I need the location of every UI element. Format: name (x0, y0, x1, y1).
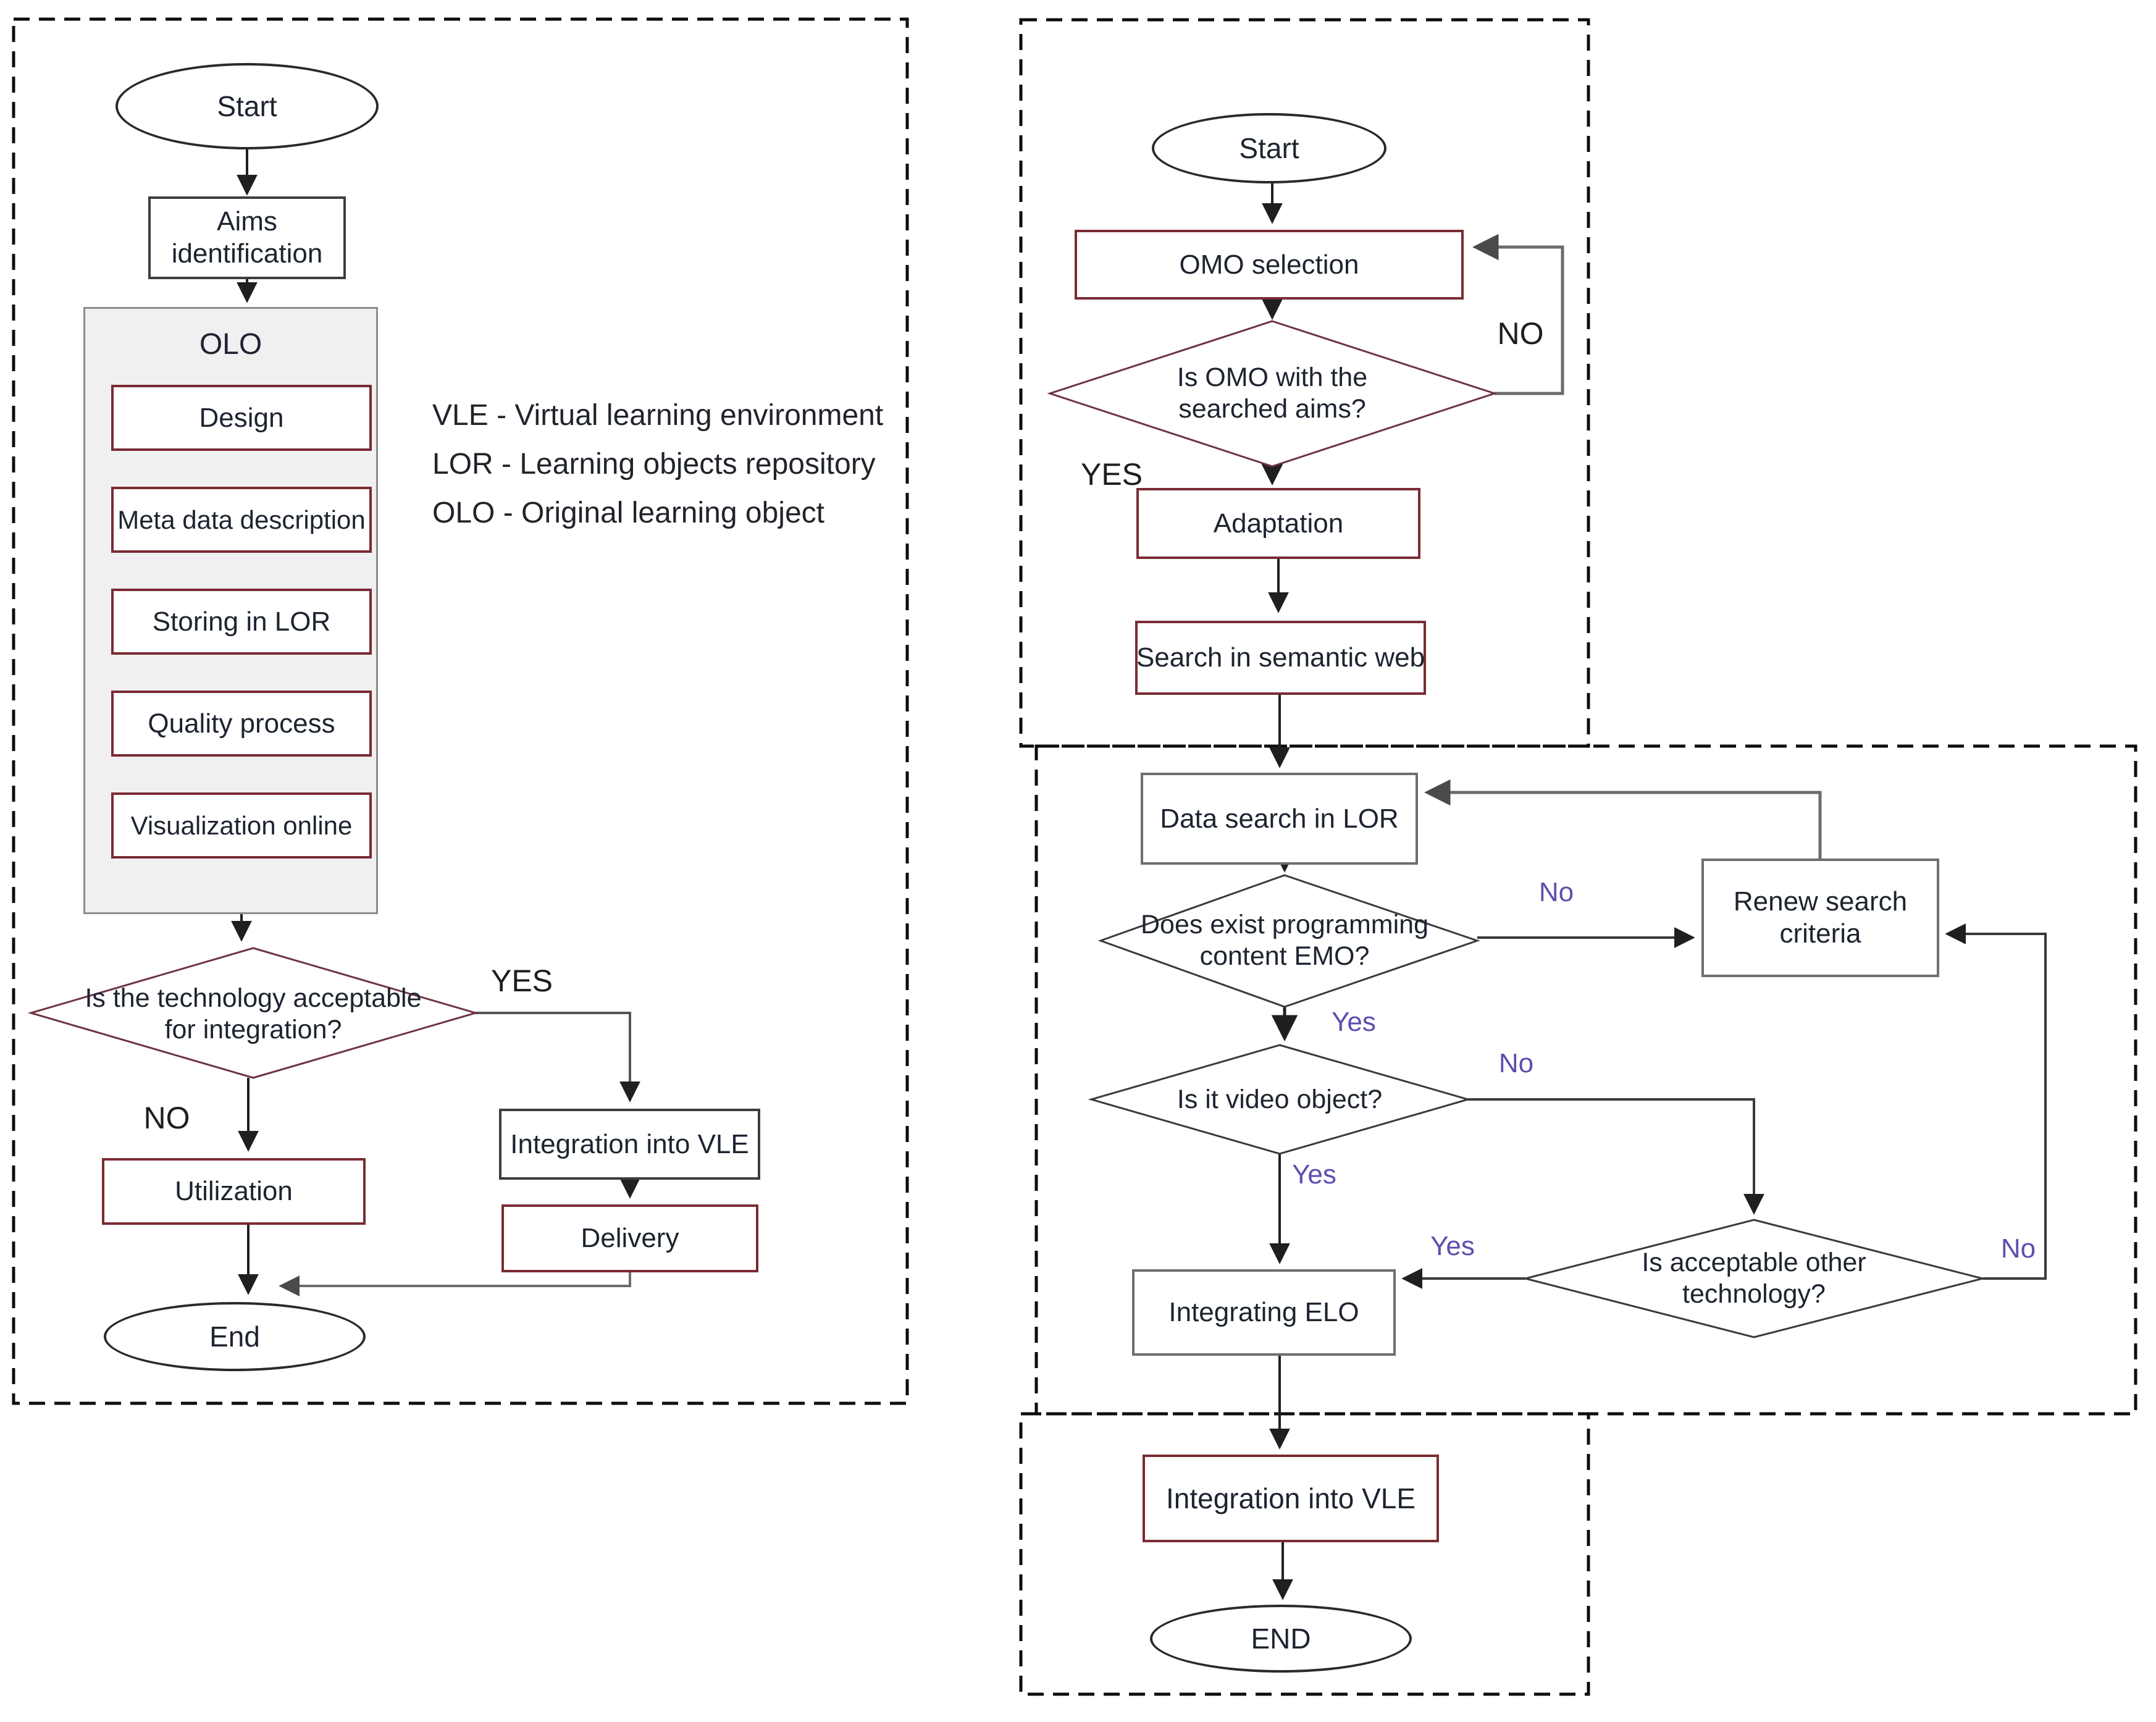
d3-yes-label: Yes (1292, 1159, 1336, 1190)
left-integration-into-vle-step: Integration into VLE (499, 1109, 760, 1180)
edge-decision-yes-integration (476, 1012, 640, 1102)
decision-other-technology-label: Is acceptable other technology? (1642, 1248, 1866, 1309)
edge-d3-no-d4 (1468, 1098, 1764, 1215)
meta-data-description-step: Meta data description (111, 487, 372, 553)
search-semantic-web-step: Search in semantic web (1135, 621, 1426, 695)
d2-yes-label: Yes (1332, 1007, 1376, 1038)
design-label: Design (199, 402, 284, 433)
d3-no-label: No (1498, 1048, 1534, 1079)
legend-lor-text: LOR - Learning objects repository (432, 448, 876, 481)
aims-identification-step: Aims identification (148, 196, 346, 279)
left-end-label: End (209, 1320, 260, 1353)
storing-in-lor-label: Storing in LOR (152, 606, 331, 637)
right-start-terminator: Start (1152, 113, 1386, 183)
integrating-elo-step: Integrating ELO (1132, 1269, 1396, 1356)
utilization-label: Utilization (175, 1176, 293, 1207)
storing-in-lor-step: Storing in LOR (111, 589, 372, 655)
edge-d4-no-renew (1945, 923, 2047, 1280)
quality-process-step: Quality process (111, 691, 372, 757)
design-step: Design (111, 385, 372, 451)
decision-omo-aims-diamond (1047, 320, 1498, 468)
integrating-elo-label: Integrating ELO (1168, 1297, 1359, 1328)
decision-technology-diamond (27, 947, 479, 1079)
right-integration-label: Integration into VLE (1165, 1482, 1416, 1514)
right-integration-into-vle-step: Integration into VLE (1143, 1455, 1439, 1542)
left-start-terminator: Start (115, 63, 379, 149)
decision-video-object-text: Is it video object? (1144, 1069, 1416, 1130)
olo-container-title: OLO (83, 326, 378, 363)
data-search-in-lor-label: Data search in LOR (1160, 803, 1399, 834)
edge-delivery-return (279, 1272, 631, 1296)
left-start-label: Start (217, 90, 277, 122)
adaptation-step: Adaptation (1136, 488, 1420, 559)
decision-programming-emo-text: Does exist programming content EMO? (1124, 897, 1445, 984)
decision-omo-aims-label: Is OMO with the searched aims? (1177, 363, 1368, 424)
left-panel-dashed-border (12, 17, 909, 1405)
aims-identification-label: Aims identification (171, 206, 323, 269)
omo-selection-step: OMO selection (1075, 230, 1464, 300)
d1-yes-label: YES (1080, 456, 1143, 492)
decision-technology-text: Is the technology acceptable for integra… (68, 971, 438, 1057)
left-end-terminator: End (104, 1302, 366, 1371)
right-end-label: END (1251, 1622, 1311, 1655)
omo-selection-label: OMO selection (1179, 249, 1359, 280)
decision-technology-label: Is the technology acceptable for integra… (85, 983, 422, 1044)
decision-programming-emo-diamond (1097, 874, 1480, 1008)
visualization-online-step: Visualization online (111, 792, 372, 859)
edge-d1-no-loop (1472, 233, 1564, 395)
visualization-online-label: Visualization online (130, 810, 353, 840)
d4-no-label: No (2000, 1233, 2036, 1264)
right-start-label: Start (1239, 132, 1299, 164)
decision-other-technology-text: Is acceptable other technology? (1612, 1235, 1896, 1322)
right-end-terminator: END (1150, 1605, 1412, 1673)
legend-vle-text: VLE - Virtual learning environment (432, 399, 884, 432)
decision-video-object-label: Is it video object? (1177, 1084, 1383, 1114)
data-search-in-lor-step: Data search in LOR (1141, 773, 1418, 865)
utilization-step: Utilization (102, 1158, 366, 1225)
delivery-label: Delivery (581, 1223, 679, 1254)
search-semantic-web-label: Search in semantic web (1136, 642, 1425, 673)
renew-search-criteria-label: Renew search criteria (1733, 886, 1908, 949)
decision-video-object-diamond (1088, 1044, 1472, 1155)
d1-no-label: NO (1497, 316, 1544, 351)
right-bottom-panel-dashed-border (1019, 1412, 1590, 1696)
legend-line-olo: OLO - Original learning object (432, 496, 824, 530)
renew-search-criteria-step: Renew search criteria (1701, 859, 1939, 977)
left-integration-label: Integration into VLE (510, 1128, 749, 1159)
legend-line-vle: VLE - Virtual learning environment (432, 398, 883, 432)
left-yes-branch-label: YES (490, 963, 553, 998)
legend-olo-text: OLO - Original learning object (432, 497, 824, 529)
edge-renew-datasearch (1424, 779, 1822, 859)
decision-programming-emo-label: Does exist programming content EMO? (1140, 910, 1428, 971)
olo-title-label: OLO (199, 327, 262, 361)
delivery-step: Delivery (501, 1204, 758, 1272)
quality-process-label: Quality process (148, 708, 335, 739)
decision-omo-aims-text: Is OMO with the searched aims? (1155, 356, 1390, 430)
legend-line-lor: LOR - Learning objects repository (432, 447, 876, 481)
adaptation-label: Adaptation (1213, 508, 1344, 539)
left-no-branch-label: NO (143, 1100, 190, 1135)
d4-yes-label: Yes (1430, 1231, 1475, 1262)
d2-no-label: No (1538, 877, 1574, 908)
meta-data-description-label: Meta data description (117, 505, 366, 534)
decision-other-technology-diamond (1525, 1219, 1983, 1338)
